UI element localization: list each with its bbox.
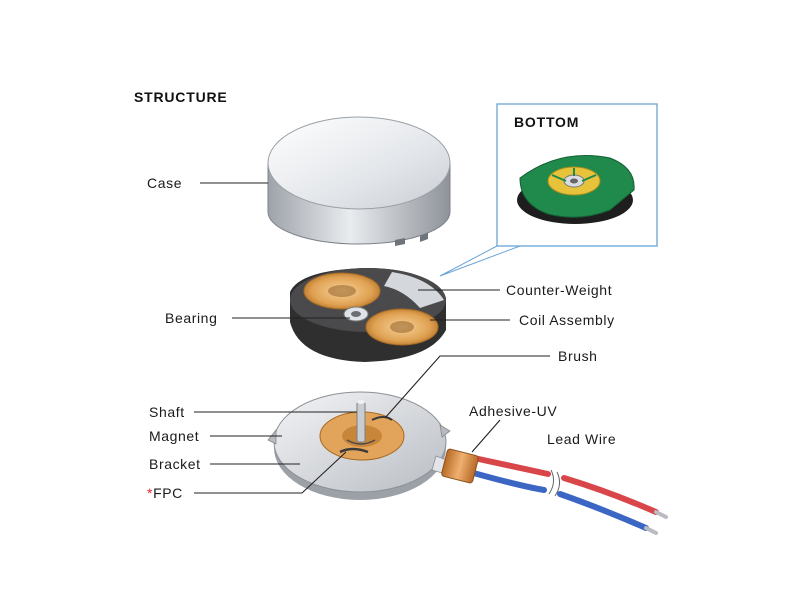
fpc-marker: * xyxy=(147,485,153,501)
label-shaft: Shaft xyxy=(149,404,185,420)
counter-weight-shape xyxy=(384,272,444,308)
label-fpc: *FPC xyxy=(147,485,183,501)
label-case: Case xyxy=(147,175,182,191)
case-part xyxy=(267,116,451,246)
label-bearing: Bearing xyxy=(165,310,217,326)
leader-adhesive-uv xyxy=(471,419,501,453)
label-bracket: Bracket xyxy=(149,456,201,472)
bottom-inset: BOTTOM xyxy=(439,103,658,277)
label-counter-weight: Counter-Weight xyxy=(506,282,612,298)
inset-title: BOTTOM xyxy=(514,114,579,130)
diagram-title: STRUCTURE xyxy=(134,89,228,105)
lead-wires xyxy=(441,448,668,535)
leader-brush xyxy=(384,355,550,419)
label-brush: Brush xyxy=(558,348,598,364)
rotor-assembly xyxy=(290,268,446,362)
shaft-shape xyxy=(356,401,366,443)
fpc-text: FPC xyxy=(153,485,183,501)
adhesive-shape xyxy=(441,448,479,484)
label-adhesive-uv: Adhesive-UV xyxy=(469,403,557,419)
leader-fpc xyxy=(194,451,347,494)
label-coil-assembly: Coil Assembly xyxy=(519,312,615,328)
label-magnet: Magnet xyxy=(149,428,199,444)
brush-shape xyxy=(339,447,369,454)
label-lead-wire: Lead Wire xyxy=(547,431,616,447)
bracket-assembly xyxy=(267,391,469,500)
inset-pointer xyxy=(439,245,521,277)
